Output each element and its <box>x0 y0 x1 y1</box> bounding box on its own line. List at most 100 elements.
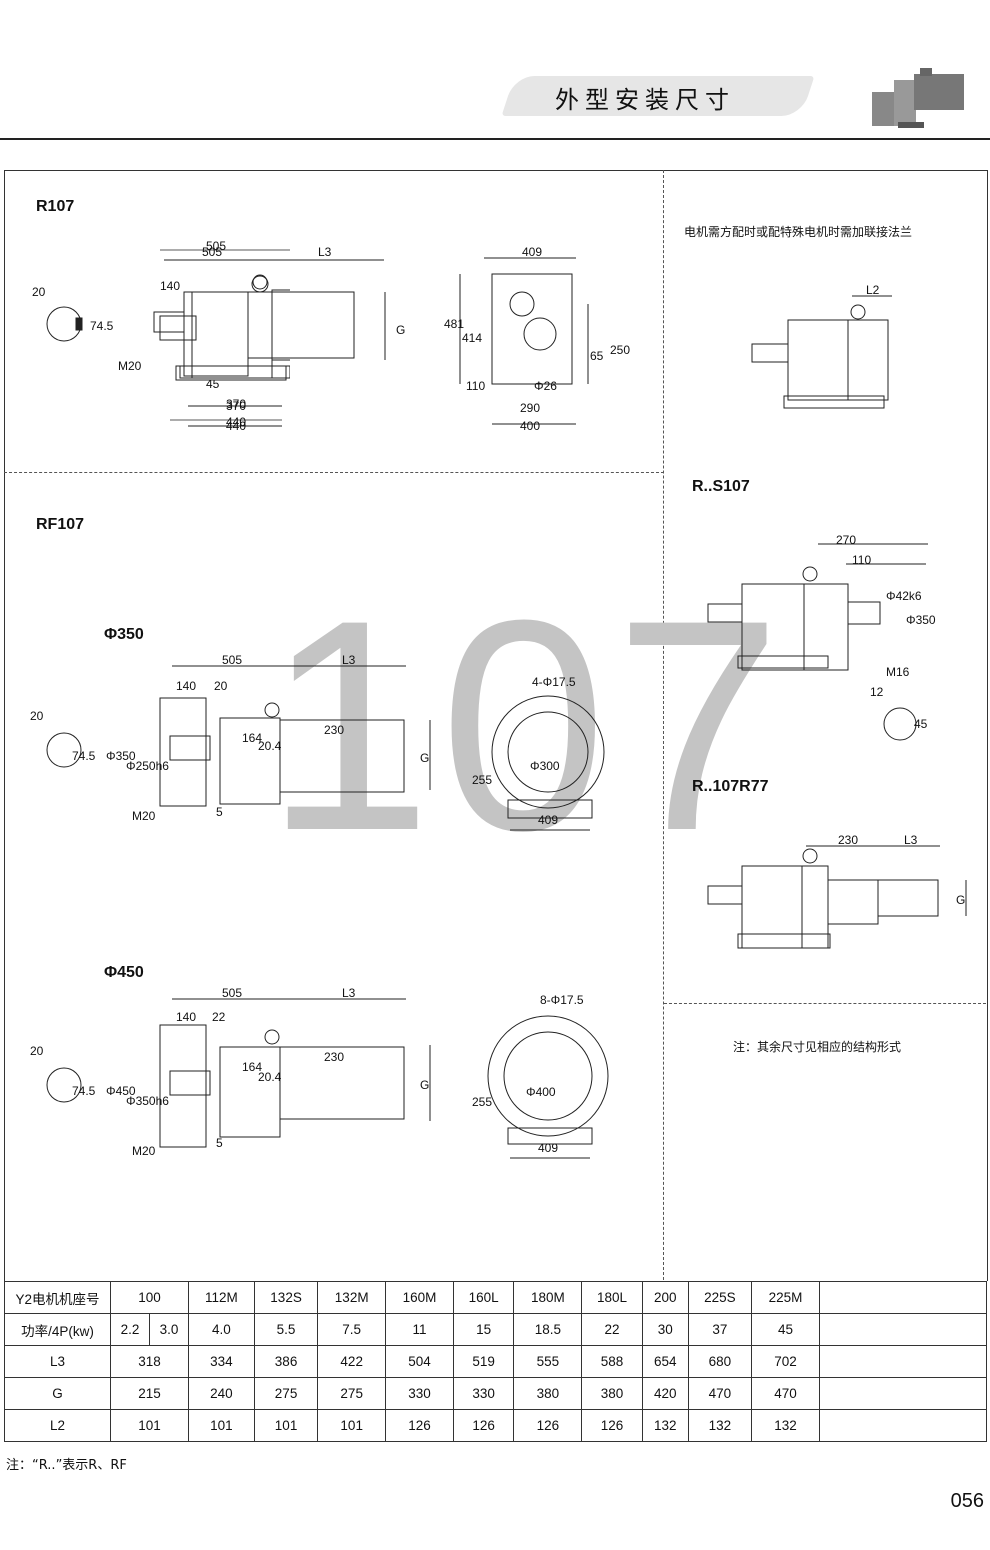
dim-rf350-pcd: Φ300 <box>530 759 560 773</box>
r107-side-detail: 505 L3 G 370 440 <box>153 245 405 433</box>
table-cell: 654 <box>641 1345 689 1378</box>
dim-r107-370: 370 <box>226 397 246 411</box>
dim-r107-745: 74.5 <box>90 319 114 333</box>
dim-rs107-110: 110 <box>852 553 871 567</box>
rf107-phi450-label: Φ450 <box>104 964 144 981</box>
table-cell: 132 <box>751 1409 820 1442</box>
rs107-label: R..S107 <box>692 478 750 495</box>
table-cell: 30 <box>641 1313 689 1346</box>
dim-front-250: 250 <box>610 343 630 357</box>
dim-rf450-l3: L3 <box>342 986 356 1000</box>
dim-r107-g: G <box>396 323 405 337</box>
dim-rf450-505: 505 <box>222 986 242 1000</box>
page-number: 056 <box>950 1490 984 1512</box>
dim-rs107-phi42: Φ42k6 <box>886 589 922 603</box>
table-cell: 126 <box>581 1409 643 1442</box>
dim-front-290: 290 <box>520 401 540 415</box>
dim-rf350-204: 20.4 <box>258 739 282 753</box>
divider-horizontal-left <box>4 472 664 473</box>
dim-rf450-164: 164 <box>242 1060 262 1074</box>
table-cell: 100 <box>110 1281 189 1314</box>
dim-flange-l2: L2 <box>866 283 880 297</box>
dim-rf350-l3: L3 <box>342 653 356 667</box>
table-cell: 160M <box>385 1281 454 1314</box>
table-cell: 275 <box>317 1377 387 1410</box>
dim-rf350-g: G <box>420 751 429 765</box>
dim-r107-440b: 440 <box>226 419 246 433</box>
table-cell: 519 <box>452 1345 515 1378</box>
dim-rs107-12: 12 <box>870 685 884 699</box>
table-cell: 240 <box>188 1377 255 1410</box>
table-cell: 330 <box>385 1377 454 1410</box>
table-cell: 588 <box>581 1345 643 1378</box>
dim-rf450-745: 74.5 <box>72 1084 96 1098</box>
other-dims-note: 注：其余尺寸见相应的结构形式 <box>733 1040 902 1054</box>
dim-rf350-holes: 4-Φ17.5 <box>532 675 576 689</box>
dim-rf350-230: 230 <box>324 723 344 737</box>
table-cell: 101 <box>110 1409 189 1442</box>
table-cell: 160L <box>452 1281 515 1314</box>
dim-rf450-holes: 8-Φ17.5 <box>540 993 584 1007</box>
table-row-l3: L3 318 334 386 422 504 519 555 588 654 6… <box>4 1345 987 1378</box>
dim-front-409: 409 <box>522 245 542 259</box>
table-cell: 132S <box>253 1281 319 1314</box>
table-cell-empty <box>819 1313 987 1346</box>
rs107-drawing: 270 110 Φ42k6 Φ350 M16 12 45 <box>707 533 936 741</box>
table-cell: 2.2 <box>110 1313 150 1346</box>
dim-r107-m20: M20 <box>118 359 142 373</box>
table-cell: 318 <box>110 1345 189 1378</box>
dim-r107-l3: L3 <box>318 245 332 259</box>
dim-rf450-230: 230 <box>324 1050 344 1064</box>
table-cell: 422 <box>317 1345 387 1378</box>
dim-front-65: 65 <box>590 349 604 363</box>
flange-drawing: L2 <box>751 283 892 409</box>
table-cell: 126 <box>452 1409 515 1442</box>
table-cell: 380 <box>513 1377 583 1410</box>
dim-rs107-phi350: Φ350 <box>906 613 936 627</box>
table-cell: 22 <box>581 1313 643 1346</box>
table-row-g: G 215 240 275 275 330 330 380 380 420 47… <box>4 1377 987 1410</box>
dim-rs107-m16: M16 <box>886 665 910 679</box>
drawing-frame <box>4 170 988 1281</box>
dim-front-414: 414 <box>462 331 482 345</box>
dim-rf350-140: 140 <box>176 679 196 693</box>
table-cell: 330 <box>452 1377 515 1410</box>
table-cell: 380 <box>581 1377 643 1410</box>
flange-note: 电机需方配时或配特殊电机时需加联接法兰 <box>684 225 913 239</box>
table-cell-empty <box>819 1377 987 1410</box>
dim-rf450-g: G <box>420 1078 429 1092</box>
rf107-phi350-label: Φ350 <box>104 626 144 643</box>
dim-rf450-22: 22 <box>212 1010 226 1024</box>
table-header: Y2电机机座号 <box>4 1281 111 1314</box>
table-cell: 215 <box>110 1377 189 1410</box>
dim-rf450-5: 5 <box>216 1136 223 1150</box>
header-rule <box>0 138 990 140</box>
model-watermark: 107 <box>265 557 790 893</box>
dim-r107r77-g: G <box>956 893 965 907</box>
dim-rf350-20b: 20 <box>214 679 228 693</box>
dim-rf450-phi350: Φ350h6 <box>126 1094 169 1108</box>
table-cell: 470 <box>687 1377 753 1410</box>
table-header: L2 <box>4 1409 111 1442</box>
table-cell: 45 <box>751 1313 820 1346</box>
table-cell: 101 <box>317 1409 387 1442</box>
table-cell-empty <box>819 1281 987 1314</box>
dim-rs107-45: 45 <box>914 717 928 731</box>
dim-front-phi26: Φ26 <box>534 379 557 393</box>
rf450-front-drawing: 8-Φ17.5 Φ400 255 409 <box>472 993 609 1159</box>
table-cell: 702 <box>751 1345 820 1378</box>
table-cell: 200 <box>641 1281 689 1314</box>
dim-rf350-164: 164 <box>242 731 262 745</box>
gear-motor-icon <box>872 68 964 128</box>
table-cell: 180M <box>513 1281 583 1314</box>
r107-label: R107 <box>36 198 75 215</box>
dim-r107r77-l3: L3 <box>904 833 918 847</box>
dim-r107r77-230: 230 <box>838 833 858 847</box>
r107r77-drawing: 230 L3 G <box>707 833 967 949</box>
divider-horizontal-right <box>664 1003 986 1004</box>
rf350-side-drawing: 20 74.5 M20 5 140 20 505 L3 Φ350 Φ250h6 … <box>30 653 431 823</box>
table-cell: 5.5 <box>253 1313 319 1346</box>
dim-rf350-5: 5 <box>216 805 223 819</box>
table-cell: 132 <box>687 1409 753 1442</box>
table-cell: 126 <box>513 1409 583 1442</box>
